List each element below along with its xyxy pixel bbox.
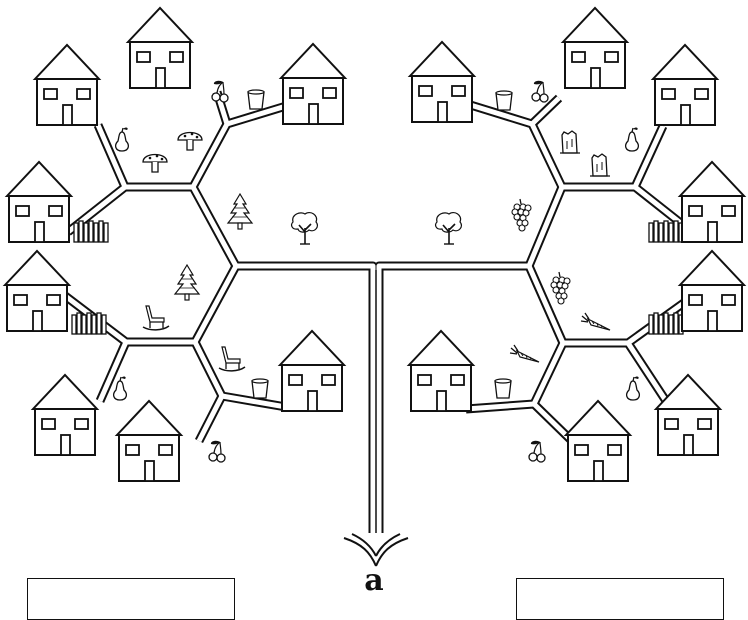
rocking-chair-icon: [218, 346, 246, 372]
house[interactable]: [4, 250, 70, 332]
carrot-icon: [509, 344, 540, 363]
cherries-icon: [208, 440, 226, 463]
diagram-label: a: [364, 563, 384, 598]
cup-icon: [251, 378, 269, 399]
route-diagram: [4, 7, 745, 567]
pear-icon: [113, 375, 127, 401]
fence-icon: [648, 220, 684, 243]
house[interactable]: [562, 7, 628, 89]
deciduous-tree-icon: [434, 211, 463, 245]
house[interactable]: [280, 43, 346, 125]
cup-icon: [495, 90, 513, 111]
fence-icon: [73, 220, 109, 243]
grapes-icon: [511, 198, 532, 232]
mushroom-icon: [177, 131, 203, 151]
house[interactable]: [409, 41, 475, 123]
house[interactable]: [279, 330, 345, 412]
answer-box-right[interactable]: [516, 578, 724, 620]
house[interactable]: [32, 374, 98, 456]
house[interactable]: [679, 250, 745, 332]
fence-icon: [71, 312, 107, 335]
carrot-icon: [580, 312, 611, 331]
house[interactable]: [565, 400, 631, 482]
pear-icon: [115, 126, 129, 152]
stump-icon: [589, 153, 611, 177]
house[interactable]: [116, 400, 182, 482]
stump-icon: [559, 130, 581, 154]
house[interactable]: [34, 44, 100, 126]
cup-icon: [247, 89, 265, 110]
answer-box-left[interactable]: [27, 578, 235, 620]
house[interactable]: [679, 161, 745, 243]
deciduous-tree-icon: [290, 211, 319, 245]
cherries-icon: [531, 80, 549, 103]
mushroom-icon: [142, 153, 168, 173]
pine-tree-icon: [174, 264, 200, 301]
cherries-icon: [528, 440, 546, 463]
house[interactable]: [6, 161, 72, 243]
house[interactable]: [127, 7, 193, 89]
rocking-chair-icon: [142, 305, 170, 331]
pear-icon: [626, 375, 640, 401]
fence-icon: [648, 312, 684, 335]
house[interactable]: [408, 330, 474, 412]
house[interactable]: [655, 374, 721, 456]
pine-tree-icon: [227, 193, 253, 230]
cup-icon: [494, 378, 512, 399]
grapes-icon: [550, 271, 571, 305]
entry-arrow: [343, 533, 409, 567]
house[interactable]: [652, 44, 718, 126]
pear-icon: [625, 126, 639, 152]
